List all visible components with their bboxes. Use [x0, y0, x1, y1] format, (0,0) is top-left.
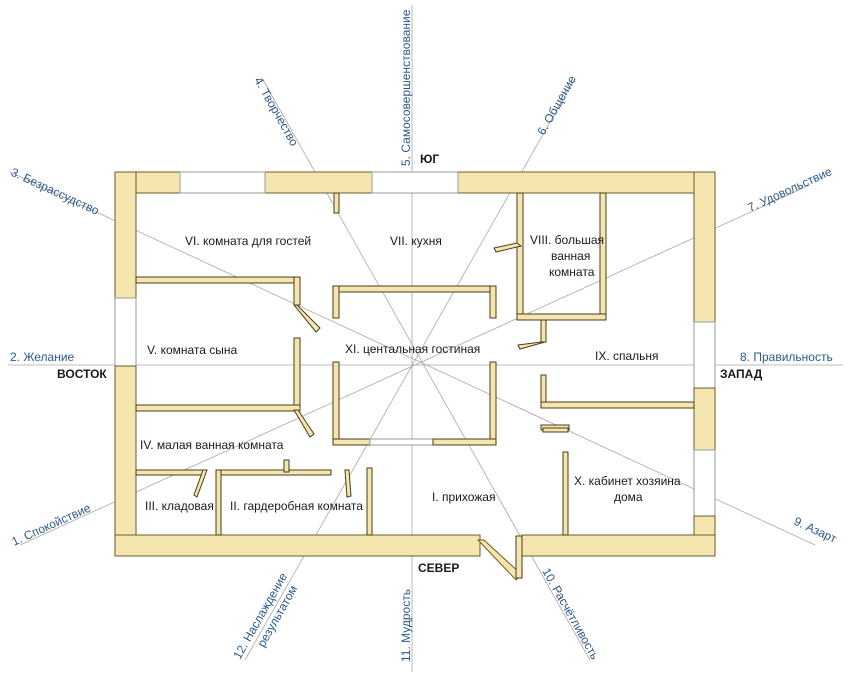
direction-north: СЕВЕР	[418, 561, 459, 575]
wall-right-top	[693, 171, 716, 323]
wall-living-bottom-left	[332, 438, 371, 446]
wall-living-right-lower	[489, 361, 497, 445]
wall-left-top	[114, 171, 137, 299]
room-label-office-2: дома	[614, 490, 643, 504]
window-top-right	[371, 171, 459, 194]
wall-pantry-top	[135, 469, 205, 476]
ray-label-6: 6. Общение	[534, 73, 579, 138]
room-label-office-1: X. кабинет хозяина	[574, 474, 681, 488]
ray-label-3: 3. Безрассудство	[9, 165, 102, 218]
wall-top-right	[457, 171, 716, 194]
wall-living-bottom-right	[432, 438, 497, 446]
entrance-jamb	[515, 535, 523, 579]
ray-label-10: 10. Расчётливость	[539, 566, 602, 662]
window-top-left	[179, 171, 266, 194]
room-label-guest: VI. комната для гостей	[185, 234, 311, 248]
room-label-small-bath: IV. малая ванная комната	[140, 438, 284, 452]
wall-son-bottom	[135, 404, 301, 412]
ray-label-1: 1. Спокойствие	[9, 501, 93, 549]
wall-right-middle	[693, 387, 716, 451]
entrance-door	[476, 539, 523, 581]
wall-living-right	[489, 285, 497, 319]
ray-line-3-9	[9, 171, 816, 546]
wall-bath-bottom	[516, 313, 607, 321]
window-right-bottom	[693, 449, 716, 517]
room-label-bath-big-2: ванная	[551, 249, 590, 263]
room-label-kitchen: VII. кухня	[390, 234, 442, 248]
wall-bath-right	[599, 192, 607, 321]
wall-bottom-left	[114, 534, 481, 557]
room-label-bedroom: IX. спальня	[595, 349, 659, 363]
wall-left-bottom	[114, 365, 137, 557]
ray-label-11: 11. Мудрость	[399, 589, 413, 662]
wall-kitchen-stub	[333, 192, 340, 214]
room-labels: VI. комната для гостей VII. кухня VIII. …	[140, 233, 681, 513]
wall-bath-left	[516, 192, 524, 321]
ray-label-9: 9. Азарт	[792, 514, 840, 546]
wall-living-left-lower	[332, 361, 340, 445]
room-label-son: V. комната сына	[147, 343, 238, 357]
direction-south: ЮГ	[420, 152, 439, 166]
wall-son-right-upper	[293, 276, 301, 306]
wall-bedroom-bottom	[540, 401, 695, 409]
door-son	[292, 304, 321, 333]
ray-label-8: 8. Правильность	[740, 350, 833, 364]
room-label-wardrobe: II. гардеробная комната	[230, 499, 363, 513]
wall-wardrobe-top	[220, 469, 332, 476]
wall-office-left	[562, 451, 569, 536]
ray-label-7: 7. Удовольствие	[745, 164, 834, 215]
door-office	[542, 427, 569, 433]
window-right-top	[693, 321, 716, 389]
room-label-hall: I. прихожая	[432, 490, 495, 504]
door-bedroom	[517, 341, 546, 350]
ray-label-2: 2. Желание	[10, 350, 75, 364]
wall-wardrobe-stub	[283, 459, 290, 473]
wall-son-right-lower	[293, 337, 301, 411]
outer-walls	[114, 171, 716, 581]
ray-label-5: 5. Самосовершенствование	[399, 9, 413, 166]
room-label-living: XI. центальная гостиная	[345, 342, 480, 356]
door-wardrobe	[344, 469, 352, 498]
interior-walls	[135, 192, 695, 536]
door-pantry	[193, 469, 208, 498]
wall-wardrobe-right	[366, 467, 373, 536]
direction-east: ВОСТОК	[57, 367, 107, 381]
wall-bedroom-stub	[540, 319, 547, 343]
room-label-bath-big-1: VIII. большая	[530, 233, 604, 247]
direction-west: ЗАПАД	[720, 367, 763, 381]
direction-labels: ЮГ СЕВЕР ВОСТОК ЗАПАД	[57, 152, 763, 575]
ray-label-4: 4. Творчество	[251, 75, 301, 149]
window-left	[114, 297, 137, 367]
wall-living-left	[332, 285, 340, 319]
room-label-pantry: III. кладовая	[145, 499, 214, 513]
wall-top-middle	[264, 171, 373, 194]
wall-bottom-right	[521, 534, 716, 557]
wall-living-top	[332, 285, 497, 293]
living-glass	[369, 438, 434, 446]
wall-son-top	[135, 276, 301, 284]
wall-pantry-right	[215, 469, 222, 536]
room-label-bath-big-3: комната	[549, 265, 595, 279]
door-small-bath	[293, 409, 315, 438]
door-bath	[493, 242, 523, 253]
